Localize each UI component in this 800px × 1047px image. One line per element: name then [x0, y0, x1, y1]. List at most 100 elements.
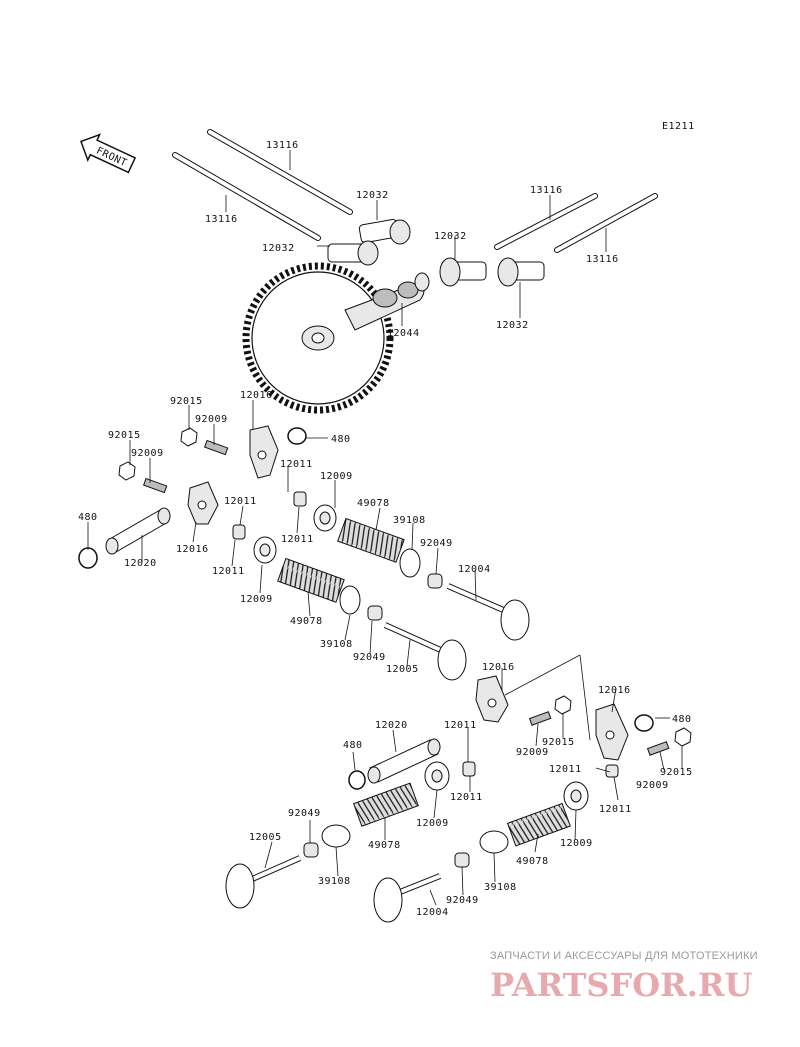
label-seal: 92049: [446, 895, 479, 906]
label-retainer: 12009: [240, 594, 273, 605]
label-cap: 12011: [549, 764, 582, 775]
part-labels: 13116 13116 12032 12032 12032 13116 1311…: [78, 140, 693, 918]
adjust-screw-1: [203, 439, 229, 456]
circlip-3: [348, 770, 366, 790]
label-seat: 39108: [484, 882, 517, 893]
label-cap: 12011: [450, 792, 483, 803]
seal-4: [454, 852, 470, 868]
label-valve-intake: 12004: [416, 907, 449, 918]
rocker-arm-lower-left: [475, 675, 509, 723]
seal-2: [367, 605, 383, 621]
label-pushrod: 13116: [586, 254, 619, 265]
label-camshaft: 12044: [387, 328, 420, 339]
label-cap: 12011: [212, 566, 245, 577]
valve-exhaust-upper: [383, 622, 467, 681]
diagram-code: E1211: [662, 121, 695, 132]
circlip-2: [78, 547, 98, 569]
label-rocker-arm: 12016: [482, 662, 515, 673]
rocker-arm-upper-right: [249, 425, 279, 479]
retainer-4: [563, 781, 589, 811]
label-lifter: 12032: [434, 231, 467, 242]
cap-3: [462, 761, 476, 777]
label-circlip: 480: [343, 740, 363, 751]
label-cap: 12011: [281, 534, 314, 545]
circlip-4: [634, 714, 654, 732]
nut-4: [674, 727, 692, 747]
label-seat: 39108: [320, 639, 353, 650]
adjust-screw-2: [142, 477, 168, 494]
nut-3: [554, 695, 572, 715]
camshaft-gear: [242, 262, 430, 414]
label-lifter: 12032: [262, 243, 295, 254]
label-seal: 92049: [353, 652, 386, 663]
spring-3: [353, 782, 419, 827]
label-lifter: 12032: [356, 190, 389, 201]
retainer-3: [424, 761, 450, 791]
seat-2: [339, 585, 361, 615]
rocker-arm-upper-left: [187, 481, 219, 525]
adjust-screw-3: [528, 711, 552, 726]
cap-1: [293, 491, 307, 507]
label-retainer: 12009: [560, 838, 593, 849]
label-spring: 49078: [290, 616, 323, 627]
label-rocker-arm: 12016: [176, 544, 209, 555]
label-pushrod: 13116: [530, 185, 563, 196]
label-spring: 49078: [357, 498, 390, 509]
front-arrow-icon: FRONT: [80, 133, 137, 174]
nut-2: [118, 461, 136, 481]
pushrod-left-pair: [172, 129, 353, 241]
spring-4: [506, 802, 571, 847]
label-valve-exhaust: 12005: [386, 664, 419, 675]
label-seal: 92049: [288, 808, 321, 819]
valve-intake-lower: [373, 873, 442, 923]
label-nut: 92015: [170, 396, 203, 407]
rocker-arm-lower-right: [595, 703, 629, 761]
seat-1: [399, 548, 421, 578]
label-cap: 12011: [444, 720, 477, 731]
label-valve-exhaust: 12005: [249, 832, 282, 843]
watermark-tagline: ЗАПЧАСТИ И АКСЕССУАРЫ ДЛЯ МОТОТЕХНИКИ: [490, 950, 758, 962]
label-rocker-arm: 12016: [240, 390, 273, 401]
spring-1: [337, 517, 405, 563]
label-spring: 49078: [516, 856, 549, 867]
rocker-shaft-lower: [367, 738, 441, 784]
label-valve-intake: 12004: [458, 564, 491, 575]
label-rocker-shaft: 12020: [124, 558, 157, 569]
label-pushrod: 13116: [205, 214, 238, 225]
retainer-2: [253, 536, 277, 564]
nut-1: [180, 427, 198, 447]
lifter-upper-left: [358, 218, 411, 245]
label-circlip: 480: [78, 512, 98, 523]
retainer-1: [313, 504, 337, 532]
leader-lines: [87, 150, 683, 906]
label-seat: 39108: [393, 515, 426, 526]
pushrod-right-pair: [494, 193, 658, 253]
label-spring: 49078: [368, 840, 401, 851]
seat-3: [321, 824, 351, 848]
lifter-right: [497, 257, 545, 287]
label-pushrod: 13116: [266, 140, 299, 151]
rocker-shaft-upper: [105, 507, 171, 555]
label-screw: 92009: [516, 747, 549, 758]
cap-2: [232, 524, 246, 540]
valve-intake-upper: [446, 583, 530, 641]
label-retainer: 12009: [416, 818, 449, 829]
seal-3: [303, 842, 319, 858]
label-circlip: 480: [331, 434, 351, 445]
label-nut: 92015: [542, 737, 575, 748]
label-screw: 92009: [131, 448, 164, 459]
label-screw: 92009: [636, 780, 669, 791]
label-cap: 12011: [599, 804, 632, 815]
label-cap: 12011: [224, 496, 257, 507]
label-seal: 92049: [420, 538, 453, 549]
watermark-logo: PARTSFOR.RU: [490, 966, 753, 1004]
label-seat: 39108: [318, 876, 351, 887]
label-circlip: 480: [672, 714, 692, 725]
label-lifter: 12032: [496, 320, 529, 331]
adjust-screw-4: [646, 741, 670, 756]
label-cap: 12011: [280, 459, 313, 470]
label-nut: 92015: [660, 767, 693, 778]
label-rocker-shaft: 12020: [375, 720, 408, 731]
spring-2: [277, 557, 345, 603]
